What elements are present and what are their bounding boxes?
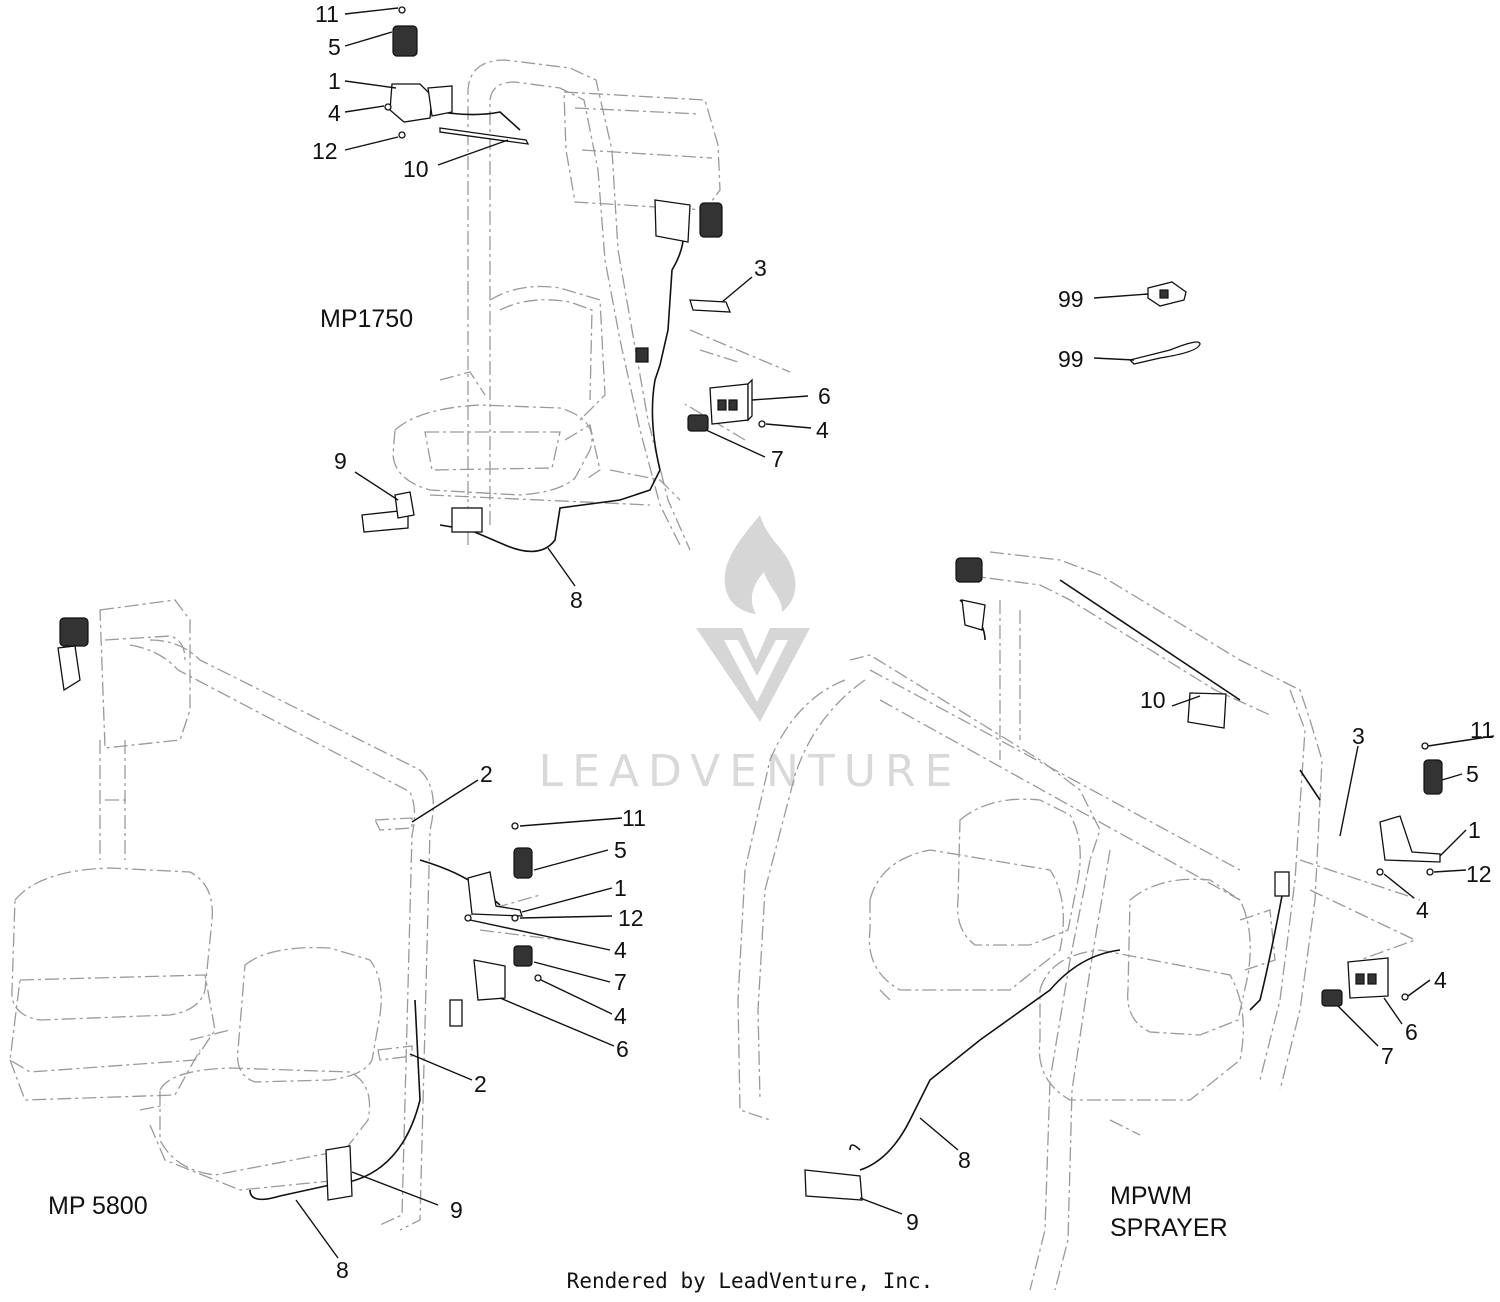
relay-box-icon [473, 959, 506, 1001]
callout-9: 9 [906, 1209, 919, 1235]
screw-icon [511, 822, 519, 830]
switch-icon [513, 945, 533, 967]
work-lamp-icon [513, 847, 533, 879]
work-lamp-icon [392, 25, 418, 57]
loose-parts: 99 99 [1058, 281, 1201, 372]
lamp-bracket-icon [467, 871, 523, 917]
model-label-mpwm: MPWM [1110, 1182, 1192, 1210]
callout-6: 6 [1405, 1019, 1418, 1045]
work-lamp-icon [699, 202, 723, 238]
callout-8: 8 [336, 1257, 349, 1283]
callout-9: 9 [334, 448, 347, 474]
callout-11: 11 [315, 1, 339, 27]
callout-3: 3 [1352, 723, 1365, 749]
mp1750-assembly: 11 5 1 4 12 10 3 6 4 7 9 8 MP1750 [312, 1, 831, 613]
watermark-text: LEADVENTURE [539, 746, 962, 797]
footer-credit: Rendered by LeadVenture, Inc. [567, 1269, 934, 1293]
switch-icon [1321, 989, 1343, 1007]
callout-5: 5 [328, 34, 341, 60]
mpwm-sprayer-assembly: 10 3 11 5 1 12 4 4 6 7 8 9 MPWM SPRAYER [737, 551, 1495, 1291]
callout-7: 7 [771, 446, 784, 472]
callout-99: 99 [1058, 286, 1084, 312]
callout-6: 6 [818, 383, 831, 409]
callout-4: 4 [614, 937, 627, 963]
flame-logo-icon [724, 515, 796, 614]
work-lamp-icon [1423, 759, 1443, 795]
callout-9: 9 [450, 1197, 463, 1223]
connector-icon [804, 1169, 863, 1201]
callout-12: 12 [312, 138, 338, 164]
u-bolt-icon [1187, 692, 1227, 729]
callout-12: 12 [618, 905, 644, 931]
callout-4: 4 [816, 417, 829, 443]
callout-4: 4 [1434, 967, 1447, 993]
callout-8: 8 [958, 1147, 971, 1173]
callout-10: 10 [403, 156, 429, 182]
callout-1: 1 [1468, 817, 1481, 843]
callout-7: 7 [614, 969, 627, 995]
callout-4: 4 [328, 100, 341, 126]
lamp-bracket-icon [389, 83, 433, 123]
callout-4: 4 [1416, 897, 1429, 923]
callout-6: 6 [616, 1036, 629, 1062]
work-lamp-icon [955, 557, 983, 583]
callout-5: 5 [614, 837, 627, 863]
callout-1: 1 [614, 875, 627, 901]
work-lamp-icon [59, 617, 89, 647]
mp5800-assembly: 2 11 5 1 12 4 7 4 6 2 9 8 MP 5800 [9, 599, 646, 1283]
v-logo-icon [696, 628, 810, 722]
model-label-mp1750: MP1750 [320, 305, 413, 333]
lamp-bracket-icon [1379, 815, 1441, 863]
callout-5: 5 [1466, 761, 1479, 787]
cable-tie-icon [1128, 341, 1201, 365]
callout-3: 3 [754, 255, 767, 281]
callout-12: 12 [1466, 861, 1492, 887]
model-label-mp5800: MP 5800 [48, 1192, 148, 1220]
screw-icon [398, 6, 406, 14]
callout-1: 1 [328, 68, 341, 94]
callout-7: 7 [1381, 1043, 1394, 1069]
callout-11: 11 [1470, 717, 1494, 743]
callout-4: 4 [614, 1003, 627, 1029]
callout-11: 11 [622, 805, 646, 831]
screw-icon [1421, 742, 1429, 750]
callout-8: 8 [570, 587, 583, 613]
leadventure-watermark: LEADVENTURE [539, 515, 962, 797]
connector-icon [325, 1145, 353, 1201]
connector-icon [361, 509, 409, 533]
callout-2: 2 [474, 1071, 487, 1097]
callout-99: 99 [1058, 346, 1084, 372]
switch-icon [687, 414, 709, 432]
callout-10: 10 [1140, 687, 1166, 713]
callout-2: 2 [480, 761, 493, 787]
model-label-sprayer: SPRAYER [1110, 1214, 1228, 1242]
